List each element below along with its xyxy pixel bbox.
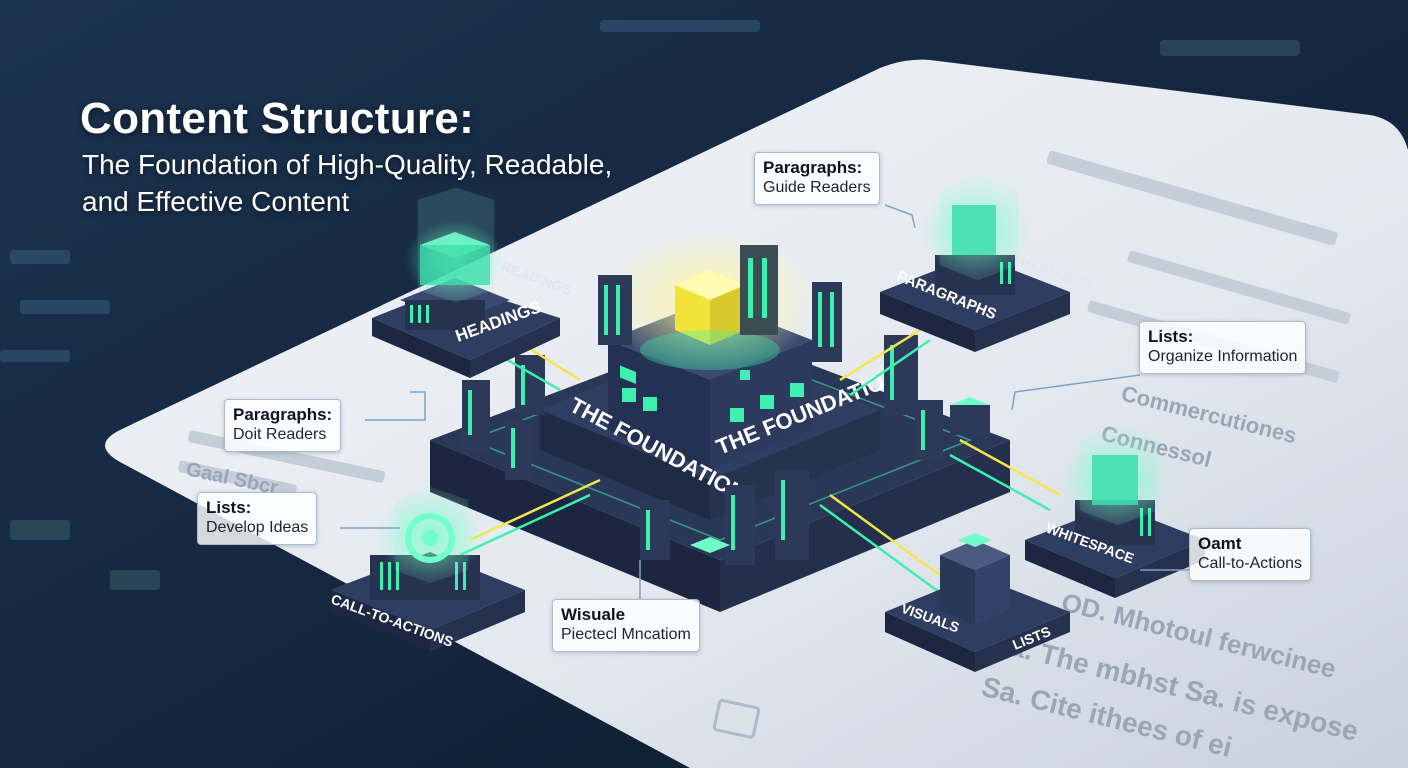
callout-lists-right-title: Lists: [1148,327,1194,346]
callout-lists-left-text: Develop Ideas [206,519,309,536]
callout-cta-right-text: Call-to-Actions [1198,555,1303,572]
callout-paragraphs-top-text: Guide Readers [763,179,871,196]
node-headings: HEADINGS READINGS [372,187,574,378]
foundation-windows [622,370,804,422]
callout-lists-left-title: Lists: [206,498,252,517]
callout-lists-right-text: Organize Information [1148,348,1298,365]
node-paragraphs: PARAGRAPHS HEADINGS [880,174,1094,352]
callout-visuals-bottom-text: Piectecl Mncatiom [561,626,691,643]
callout-paragraphs-top-title: Paragraphs: [763,158,863,177]
callout-lists-right: Lists: Organize Information [1139,321,1307,374]
callout-paragraphs-top: Paragraphs: Guide Readers [754,152,880,205]
callout-visuals-bottom: Wisuale Piectecl Mncatiom [552,599,700,652]
callout-paragraphs-left-title: Paragraphs: [233,405,333,424]
callout-cta-right-title: Oamt [1198,534,1242,553]
callout-visuals-bottom-title: Wisuale [561,605,626,624]
node-visuals-lists: VISUALS LISTS [885,533,1070,672]
callout-paragraphs-left-text: Doit Readers [233,426,327,443]
callout-leaders [340,204,1190,600]
callout-paragraphs-left: Paragraphs: Doit Readers [224,399,342,452]
city-towers [462,245,990,565]
page-subtitle-line1: The Foundation of High-Quality, Readable… [82,149,613,180]
page-title: Content Structure: [80,94,475,143]
node-call-to-actions: CALL-TO-ACTIONS [329,486,525,652]
callout-cta-right: Oamt Call-to-Actions [1189,528,1312,581]
page-subtitle-line2: and Effective Content [82,186,350,217]
callout-lists-left: Lists: Develop Ideas [197,492,318,545]
connector-lines [459,328,1061,602]
node-whitespace: WHITESPACE [1025,424,1205,598]
